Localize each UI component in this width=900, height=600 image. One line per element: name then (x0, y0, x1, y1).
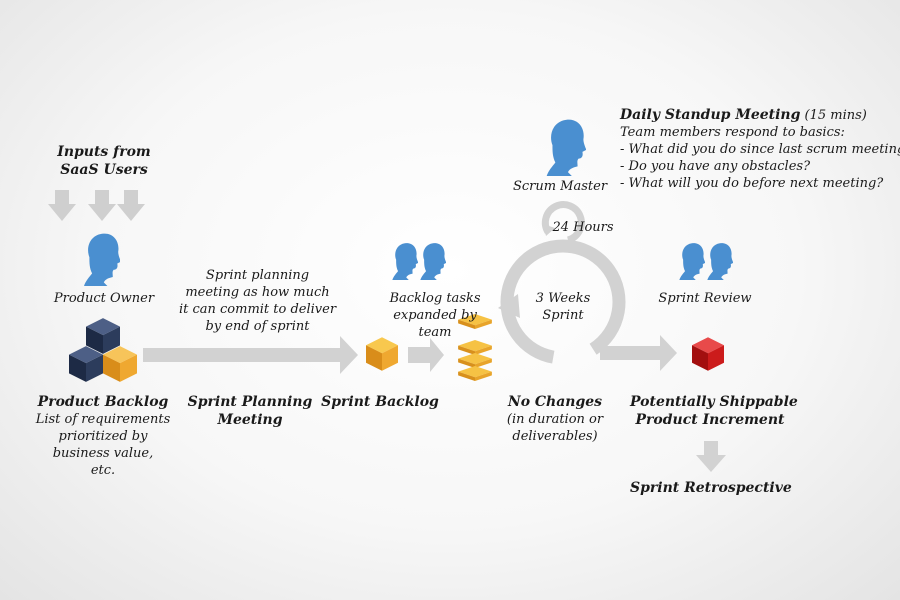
backlog-tasks-desc-2: expanded by (393, 308, 477, 323)
input-arrow-2 (88, 190, 116, 221)
inputs-line-2: SaaS Users (60, 162, 148, 178)
no-changes-block: No Changes (in duration or deliverables) (490, 393, 620, 445)
increment-title-1: Potentially Shippable (630, 394, 798, 410)
sprint-planning-desc: Sprint planning meeting as how much it c… (170, 267, 345, 335)
increment-title-2: Product Increment (635, 412, 785, 428)
increment-cube-icon (692, 337, 724, 371)
cycle-hours-label: 24 Hours (552, 220, 614, 235)
sprint-review-label: Sprint Review (658, 291, 752, 306)
input-arrow-3 (117, 190, 145, 221)
standup-block: Daily Standup Meeting (15 mins) Team mem… (620, 106, 900, 192)
product-backlog-title: Product Backlog (37, 394, 169, 410)
product-owner-icon (84, 233, 120, 286)
sprint-backlog-cube-icon (366, 337, 398, 371)
daily-cycle-icon (541, 201, 585, 244)
sprint-planning-title-2: Meeting (217, 412, 283, 428)
backlog-tasks-desc-1: Backlog tasks (389, 291, 481, 306)
product-owner-label: Product Owner (53, 291, 155, 306)
standup-duration: (15 mins) (804, 108, 867, 123)
scrum-master-label: Scrum Master (512, 179, 608, 194)
standup-line-3: - Do you have any obstacles? (620, 159, 811, 174)
increment-arrow (600, 335, 677, 371)
tasks-arrow (408, 338, 444, 372)
product-backlog-desc-2: prioritized by (58, 429, 148, 444)
sprint-planning-title: Sprint Planning Meeting (180, 393, 320, 429)
product-backlog-text: Product Backlog List of requirements pri… (28, 393, 178, 479)
no-changes-desc-2: deliverables) (512, 429, 598, 444)
inputs-line-1: Inputs from (57, 144, 151, 160)
inputs-label: Inputs from SaaS Users (40, 143, 168, 179)
team-icon (392, 243, 446, 280)
sprint-planning-desc-4: by end of sprint (205, 319, 310, 334)
input-arrows (48, 190, 145, 221)
product-backlog-desc-1: List of requirements (35, 412, 171, 427)
standup-line-2: - What did you do since last scrum meeti… (620, 142, 900, 157)
product-backlog-cubes-icon (69, 318, 137, 382)
increment-title: Potentially Shippable Product Increment (630, 393, 798, 429)
cycle-weeks-line-1: 3 Weeks (535, 291, 591, 306)
planning-arrow (143, 336, 358, 374)
sprint-planning-desc-3: it can commit to deliver (178, 302, 337, 317)
retrospective-title: Sprint Retrospective (630, 480, 792, 496)
sprint-backlog-title: Sprint Backlog (321, 394, 439, 410)
cycle-weeks-line-2: Sprint (542, 308, 584, 323)
scrum-master-icon (546, 119, 586, 176)
backlog-tasks-desc: Backlog tasks expanded by team (375, 290, 495, 341)
sprint-planning-title-1: Sprint Planning (187, 394, 313, 410)
standup-line-4: - What will you do before next meeting? (620, 176, 884, 191)
sprint-cycle-icon (498, 239, 626, 365)
sprint-planning-desc-2: meeting as how much (185, 285, 330, 300)
input-arrow-1 (48, 190, 76, 221)
no-changes-desc-1: (in duration or (506, 412, 604, 427)
product-backlog-desc-3: business value, (52, 446, 154, 461)
sprint-review-icon (679, 243, 733, 280)
standup-title: Daily Standup Meeting (620, 107, 801, 123)
standup-line-1: Team members respond to basics: (620, 125, 845, 140)
no-changes-title: No Changes (507, 394, 603, 410)
retrospective-arrow (696, 441, 726, 472)
sprint-planning-desc-1: Sprint planning (205, 268, 310, 283)
cycle-weeks-label: 3 Weeks Sprint (523, 290, 603, 324)
product-backlog-desc-4: etc. (90, 463, 116, 478)
backlog-tasks-desc-3: team (418, 325, 452, 340)
